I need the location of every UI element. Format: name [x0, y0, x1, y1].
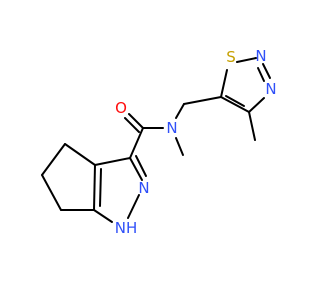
bond-c3-n2-b: [135, 155, 147, 177]
bond-ch2-n: [175, 103, 185, 119]
bond-co-double-a: [128, 113, 144, 129]
bond-n-methyl: [175, 137, 184, 156]
bond-c3a-c4: [64, 143, 96, 166]
bond-co-double-b: [124, 117, 140, 133]
bond-c5-s: [220, 69, 228, 98]
atom-sulfur: S: [226, 48, 236, 66]
bond-n2-n1: [127, 194, 140, 219]
bond-s-n-single: [236, 57, 257, 63]
bond-c6a-c3a-a: [93, 164, 96, 211]
atom-nitrogen-pyrazole-2: N: [138, 179, 149, 197]
bond-n-n-double-a: [262, 63, 271, 79]
atom-labels: S N N O N N NH: [115, 47, 277, 237]
bond-c4-methyl: [248, 111, 256, 141]
bond-c4-c5-b: [225, 95, 245, 107]
molecule-structure: S N N O N N NH: [41, 47, 277, 237]
atom-oxygen-carbonyl: O: [115, 99, 127, 117]
atom-nitrogen-thiadiazole-2: N: [265, 80, 276, 98]
bond-n1-c6a: [93, 209, 113, 223]
bond-c5ring-c6: [41, 174, 62, 211]
bond-c5-ch2: [183, 96, 222, 105]
atom-nitrogen-amide: N: [166, 119, 177, 137]
bond-n-c4: [248, 97, 265, 113]
bonds: [41, 57, 271, 223]
bond-c3-n2-a: [129, 157, 143, 181]
bond-c6a-c3a-b: [99, 168, 102, 207]
bond-c3-c3a: [94, 157, 131, 166]
atom-nitrogen-pyrazole-1h: NH: [115, 219, 138, 237]
atom-nitrogen-thiadiazole-3: N: [255, 47, 266, 65]
bond-n-n-double-b: [257, 67, 265, 82]
bond-carbonyl-c3: [129, 127, 144, 159]
bond-c4-c5ring: [41, 143, 66, 176]
bond-c4-c5-a: [220, 96, 250, 113]
